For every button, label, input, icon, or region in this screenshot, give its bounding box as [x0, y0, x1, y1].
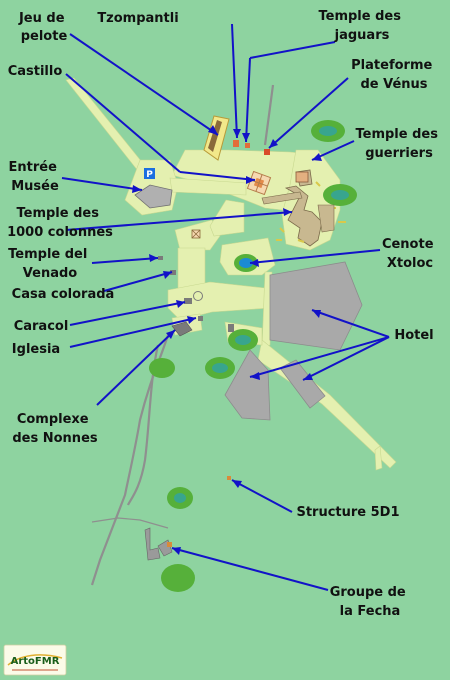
guerriers-temple: [295, 171, 309, 183]
pointer-heads: [132, 125, 322, 555]
fecha-group: [144, 527, 173, 561]
road-north: [263, 84, 275, 146]
venus-mark: [264, 149, 270, 155]
tzompantli-mark: [233, 140, 239, 147]
colonnes-mark: [191, 229, 201, 239]
path-east-south: [261, 271, 273, 349]
tree-west: [149, 358, 175, 378]
logo-frame: [3, 644, 67, 676]
nonnes-complex: [171, 321, 193, 337]
structures: P: [134, 115, 346, 561]
caracol-mark: [193, 291, 203, 301]
labels: Jeu de pelote Tzompantli Temple des jagu…: [7, 9, 443, 619]
hotel-main: [269, 261, 363, 351]
hotel-south: [224, 349, 271, 421]
tree-5d1-water: [174, 493, 186, 503]
label-groupe-de-la-fecha: Groupe de la Fecha: [330, 585, 411, 619]
colonnade: [261, 191, 303, 205]
label-cenote-xtoloc: Cenote Xtoloc: [382, 237, 438, 271]
label-temple-des-jaguars: Temple des jaguars: [319, 9, 406, 43]
caracol-area: [167, 281, 271, 321]
logo: ArtoFMR: [3, 644, 67, 676]
caracol-base: [184, 298, 192, 304]
parking-sign: [144, 168, 155, 179]
cenote-xtoloc-water: [239, 258, 253, 268]
parking-symbol: P: [146, 170, 153, 180]
path-to-museum: [169, 177, 247, 196]
tree-south-hotel-water: [212, 363, 228, 373]
jeu-de-pelote-wall: [208, 120, 222, 152]
label-temple-del-venado: Temple del Venado: [8, 247, 92, 281]
label-tzompantli: Tzompantli: [97, 11, 178, 26]
iglesia-mark: [198, 316, 203, 321]
label-structure-5d1: Structure 5D1: [296, 505, 399, 520]
label-plateforme-de-venus: Plateforme de Vénus: [351, 58, 437, 92]
label-iglesia: Iglesia: [12, 342, 60, 357]
vegetation: [149, 120, 357, 592]
label-temple-des-1000-colonnes: Temple des 1000 colonnes: [7, 206, 113, 240]
venado-mark: [158, 256, 163, 260]
label-castillo: Castillo: [8, 64, 63, 79]
hotel-east: [279, 359, 326, 409]
structure-5d1-mark: [227, 476, 231, 480]
tree-east-water: [331, 190, 349, 200]
road-west-south: [90, 334, 170, 586]
tree-fecha: [161, 564, 195, 592]
tree-iglesia-water: [235, 335, 251, 345]
label-hotel: Hotel: [394, 328, 433, 343]
label-temple-des-guerriers: Temple des guerriers: [356, 127, 443, 161]
castillo-pyramid: [246, 170, 272, 196]
label-jeu-de-pelote: Jeu de pelote: [18, 11, 69, 44]
tree-guerriers-water: [319, 126, 337, 136]
label-entree-musee: Entrée Musée: [9, 160, 62, 194]
hotel-buildings: [224, 261, 363, 421]
label-casa-colorada: Casa colorada: [12, 287, 115, 302]
path-hotel-end: [374, 445, 383, 471]
label-caracol: Caracol: [14, 319, 69, 334]
south-group-mark: [228, 324, 234, 332]
museum-building: [134, 184, 173, 209]
pointer-lines: [61, 23, 390, 591]
label-complexe-des-nonnes: Complexe des Nonnes: [12, 412, 98, 446]
jaguars-mark: [245, 143, 250, 148]
fecha-mark: [167, 542, 172, 547]
road-southwest: [91, 517, 169, 529]
logo-text: ArtoFMR: [11, 656, 60, 667]
logo-swoosh: [7, 654, 63, 666]
east-group: [317, 204, 335, 233]
casa-colorada-mark: [170, 270, 176, 275]
